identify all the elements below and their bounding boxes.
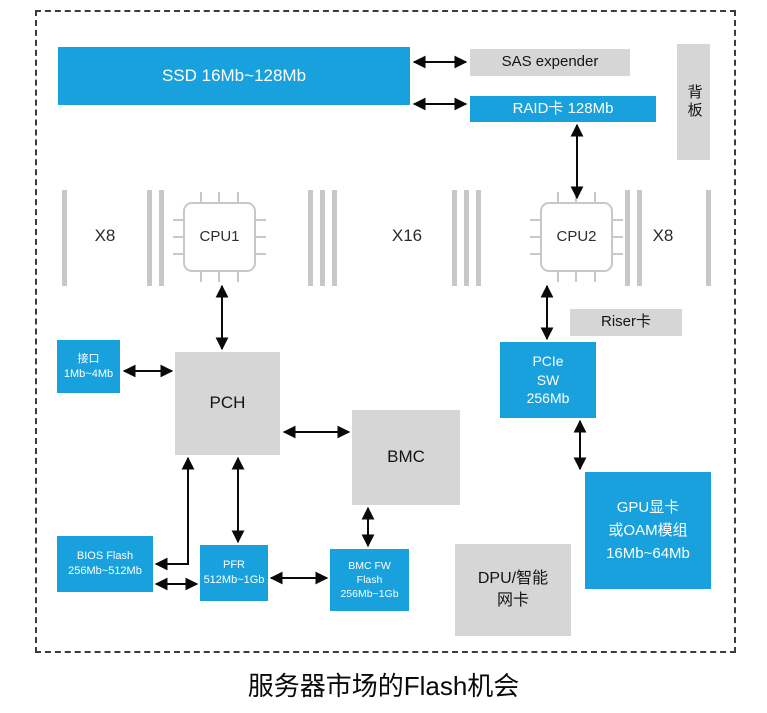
node-bios-flash: BIOS Flash 256Mb~512Mb (57, 536, 153, 592)
node-bmc-fw-line2: Flash (356, 573, 383, 586)
slot-label-mid-x16: X16 (391, 226, 423, 245)
node-gpu-line1: GPU显卡 (616, 498, 680, 516)
node-bmc-fw-line3: 256Mb~1Gb (340, 588, 399, 601)
node-interface-line2: 1Mb~4Mb (63, 367, 114, 380)
node-raid-card-label: RAID卡 128Mb (512, 99, 614, 117)
node-backplane: 背板 (677, 44, 710, 160)
slot-label-left-x8: X8 (94, 226, 116, 245)
node-bmc-fw-line1: BMC FW (348, 559, 391, 572)
node-gpu-line2: 或OAM模组 (608, 521, 688, 539)
node-riser-card-label: Riser卡 (600, 313, 651, 331)
node-pfr: PFR 512Mb~1Gb (200, 545, 268, 601)
node-dpu-nic: DPU/智能 网卡 (455, 544, 571, 636)
node-raid-card: RAID卡 128Mb (470, 96, 656, 122)
node-pch: PCH (175, 352, 280, 455)
node-interface-flash: 接口 1Mb~4Mb (57, 340, 120, 393)
node-sas-expander-label: SAS expender (501, 53, 599, 71)
node-bios-flash-line1: BIOS Flash (76, 550, 134, 563)
node-pcie-sw: PCIe SW 256Mb (500, 342, 596, 418)
node-ssd-label: SSD 16Mb~128Mb (161, 65, 307, 85)
node-riser-card: Riser卡 (570, 309, 682, 336)
node-cpu1: CPU1 (183, 202, 256, 272)
node-pcie-sw-line1: PCIe (532, 352, 564, 369)
node-bmc-label: BMC (387, 447, 425, 467)
node-backplane-label: 背板 (685, 84, 703, 120)
node-pcie-sw-line3: 256Mb (526, 390, 570, 407)
node-cpu2-label: CPU2 (556, 227, 597, 245)
node-dpu-line1: DPU/智能 (477, 570, 549, 588)
node-pch-label: PCH (209, 393, 246, 413)
node-pfr-line1: PFR (223, 559, 245, 572)
node-cpu1-label: CPU1 (199, 227, 240, 245)
node-ssd: SSD 16Mb~128Mb (58, 47, 410, 105)
node-sas-expander: SAS expender (470, 49, 630, 76)
node-cpu2: CPU2 (540, 202, 613, 272)
node-pcie-sw-line2: SW (536, 371, 560, 388)
node-bmc-fw-flash: BMC FW Flash 256Mb~1Gb (330, 549, 409, 611)
node-gpu-oam: GPU显卡 或OAM模组 16Mb~64Mb (585, 472, 711, 589)
node-gpu-line3: 16Mb~64Mb (606, 545, 690, 563)
diagram-title: 服务器市场的Flash机会 (247, 671, 520, 701)
node-interface-line1: 接口 (77, 352, 100, 365)
node-dpu-line2: 网卡 (496, 592, 529, 609)
node-bmc: BMC (352, 410, 460, 505)
node-pfr-line2: 512Mb~1Gb (203, 574, 265, 586)
node-bios-flash-line2: 256Mb~512Mb (68, 565, 142, 577)
slot-label-right-x8: X8 (652, 226, 674, 245)
diagram-dashed-border (35, 10, 736, 653)
